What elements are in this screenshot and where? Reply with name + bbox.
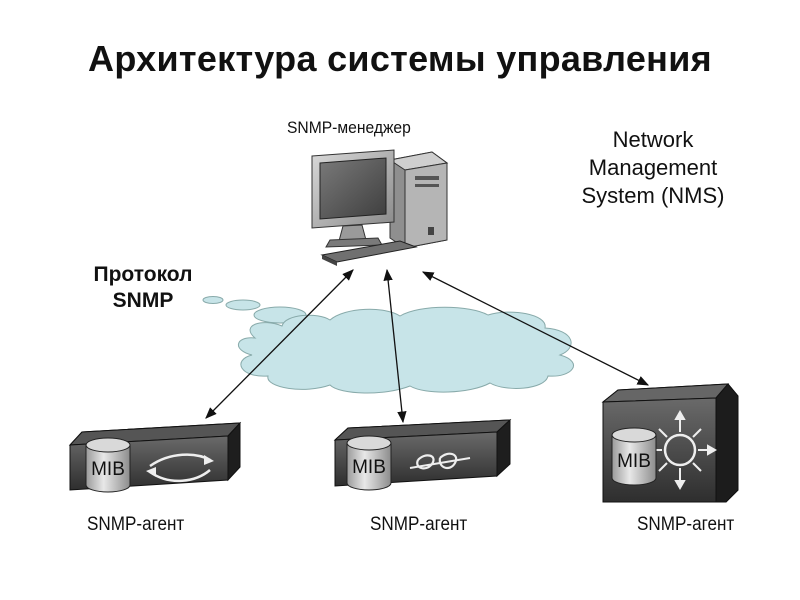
protocol-label: Протокол SNMP	[76, 262, 210, 314]
network-cloud	[202, 296, 574, 394]
snmp-arrows	[205, 268, 650, 424]
mib-label: MIB	[617, 451, 651, 472]
mib-database-icon	[346, 435, 392, 491]
mib-label: MIB	[352, 457, 386, 478]
mib-database-icon	[85, 437, 131, 493]
agent-label-3: SNMP-агент	[637, 514, 735, 535]
manager-computer-icon	[311, 149, 449, 266]
nms-label-line: Network	[612, 127, 694, 152]
protocol-label-line: SNMP	[112, 289, 174, 312]
agent-label-1: SNMP-агент	[87, 514, 185, 535]
nms-label: Network Management System (NMS)	[558, 126, 748, 210]
agent-label-2: SNMP-агент	[370, 514, 468, 535]
protocol-label-line: Протокол	[93, 263, 193, 286]
mib-database-icon	[611, 427, 657, 486]
mib-label: MIB	[91, 459, 125, 480]
nms-label-line: Management	[588, 155, 718, 180]
nms-label-line: System (NMS)	[581, 183, 725, 208]
page-title: Архитектура системы управления	[88, 38, 712, 79]
manager-label: SNMP-менеджер	[287, 118, 411, 137]
